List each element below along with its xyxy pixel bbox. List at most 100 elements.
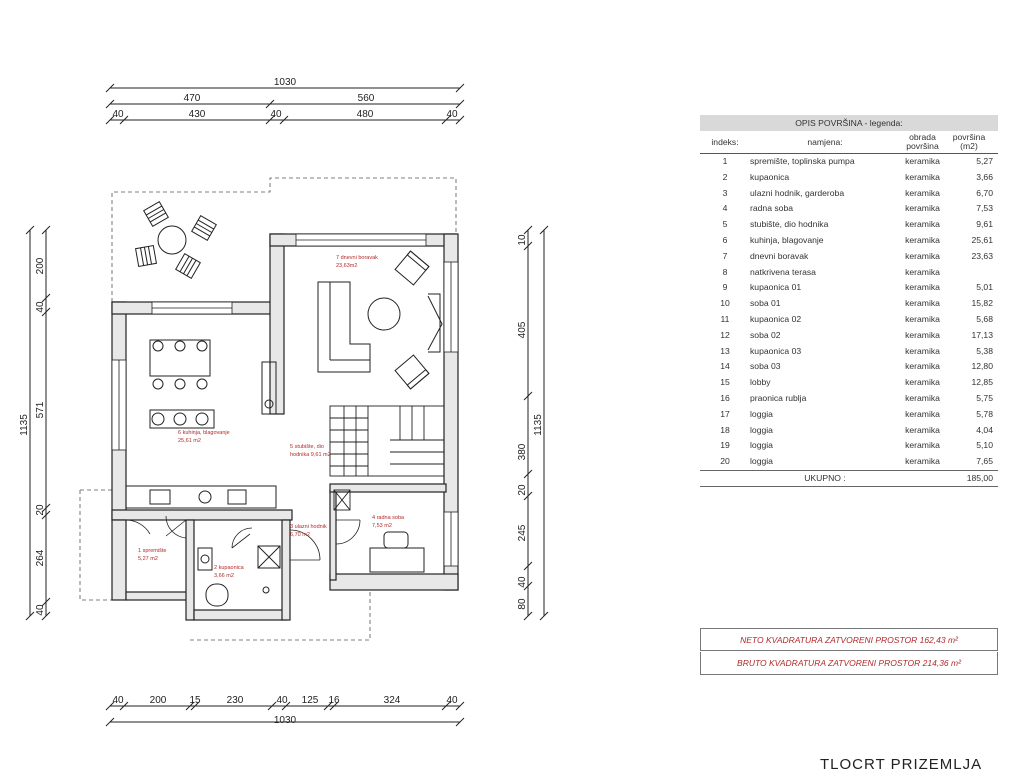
dim-top-total: 1030 bbox=[274, 77, 297, 88]
gross-area-summary: BRUTO KVADRATURA ZATVORENI PROSTOR 214,3… bbox=[700, 652, 998, 675]
dim-right-4: 20 bbox=[517, 484, 528, 496]
row-index: 13 bbox=[720, 345, 730, 356]
row-index: 4 bbox=[722, 203, 728, 214]
row-finish: keramika bbox=[905, 361, 940, 372]
dim-top-inner-4: 480 bbox=[357, 109, 374, 120]
dim-top-inner-5: 40 bbox=[446, 109, 458, 120]
row-purpose: lobby bbox=[750, 377, 771, 388]
row-finish: keramika bbox=[905, 234, 940, 245]
row-area: 5,38 bbox=[976, 345, 993, 356]
row-purpose: kupaonica 03 bbox=[750, 345, 802, 356]
row-index: 6 bbox=[722, 234, 728, 245]
row-finish: keramika bbox=[905, 250, 940, 261]
bathroom-fixtures bbox=[197, 545, 281, 607]
row-area: 7,53 bbox=[976, 203, 993, 214]
staircase bbox=[329, 405, 445, 511]
living-room-furniture bbox=[317, 250, 443, 390]
room-label-1: 1 spremište bbox=[138, 548, 166, 554]
row-area: 23,63 bbox=[971, 250, 993, 261]
legend-total-row: UKUPNO : 185,00 bbox=[700, 469, 998, 487]
row-purpose: soba 03 bbox=[750, 361, 781, 372]
legend-row: 8 natkrivena terasa keramika bbox=[700, 265, 998, 281]
dim-bottom-2: 200 bbox=[150, 695, 167, 706]
dim-left-1: 200 bbox=[35, 257, 46, 274]
row-area: 25,61 bbox=[971, 234, 993, 245]
row-area: 4,04 bbox=[976, 424, 993, 435]
dining-table bbox=[149, 339, 215, 429]
row-finish: keramika bbox=[905, 171, 940, 182]
dim-left-total: 1135 bbox=[19, 414, 30, 436]
row-purpose: kuhinja, blagovanje bbox=[750, 234, 824, 245]
row-purpose: natkrivena terasa bbox=[750, 266, 816, 277]
dim-bottom-total: 1030 bbox=[274, 715, 297, 726]
row-finish: keramika bbox=[905, 440, 940, 451]
dim-bottom-4: 230 bbox=[227, 695, 244, 706]
dim-right-total: 1135 bbox=[533, 414, 544, 436]
row-finish: keramika bbox=[905, 392, 940, 403]
legend-header-row: indeks: namjena: obrada površina površin… bbox=[700, 131, 998, 154]
floor-plan-title: TLOCRT PRIZEMLJA bbox=[820, 756, 983, 773]
row-finish: keramika bbox=[905, 219, 940, 230]
row-index: 10 bbox=[720, 298, 730, 309]
room-area-1: 5,27 m2 bbox=[138, 556, 158, 562]
room-area-3: 6,70 m2 bbox=[290, 532, 310, 538]
room-label-3: 3 ulazni hodnik bbox=[290, 524, 327, 530]
legend-row: 13 kupaonica 03 keramika 5,38 bbox=[700, 344, 998, 360]
total-value: 185,00 bbox=[966, 472, 993, 483]
row-area: 12,85 bbox=[971, 377, 993, 388]
row-purpose: loggia bbox=[750, 456, 773, 467]
header-index: indeks: bbox=[711, 136, 739, 147]
row-purpose: radna soba bbox=[750, 203, 794, 214]
row-purpose: loggia bbox=[750, 424, 773, 435]
dim-bottom-9: 40 bbox=[446, 695, 458, 706]
room-area-7: 23,63m2 bbox=[336, 263, 357, 269]
row-purpose: stubište, dio hodnika bbox=[750, 219, 829, 230]
dim-top-inner-1: 40 bbox=[112, 109, 124, 120]
doors bbox=[125, 515, 361, 561]
row-finish: keramika bbox=[905, 187, 940, 198]
dim-left-6: 40 bbox=[35, 604, 46, 616]
left-dimension-lines bbox=[25, 225, 51, 621]
row-finish: keramika bbox=[905, 266, 940, 277]
right-dimension-lines bbox=[523, 225, 549, 621]
row-index: 17 bbox=[720, 408, 730, 419]
top-dimension-lines bbox=[105, 83, 465, 125]
dim-bottom-5: 40 bbox=[276, 695, 288, 706]
row-index: 1 bbox=[722, 156, 728, 166]
row-index: 16 bbox=[720, 392, 730, 403]
row-finish: keramika bbox=[905, 313, 940, 324]
row-finish: keramika bbox=[905, 456, 940, 467]
row-index: 14 bbox=[720, 361, 730, 372]
dim-left-3: 571 bbox=[35, 401, 46, 418]
row-finish: keramika bbox=[905, 345, 940, 356]
dim-left-2: 40 bbox=[35, 301, 46, 313]
dim-right-5: 245 bbox=[517, 524, 528, 541]
dim-bottom-3: 15 bbox=[189, 695, 201, 706]
walls bbox=[111, 233, 459, 621]
row-index: 7 bbox=[722, 250, 728, 261]
dim-top-seg-2: 560 bbox=[358, 93, 375, 104]
row-area: 5,01 bbox=[976, 282, 993, 293]
row-index: 18 bbox=[720, 424, 730, 435]
row-purpose: spremište, toplinska pumpa bbox=[750, 156, 855, 166]
dim-top-inner-2: 430 bbox=[189, 109, 206, 120]
dim-bottom-6: 125 bbox=[302, 695, 319, 706]
dim-top-inner-3: 40 bbox=[270, 109, 282, 120]
row-finish: keramika bbox=[905, 156, 940, 166]
row-area: 5,27 bbox=[976, 156, 993, 166]
dim-bottom-7: 16 bbox=[328, 695, 340, 706]
row-purpose: soba 02 bbox=[750, 329, 781, 340]
row-index: 20 bbox=[720, 456, 730, 467]
row-area: 9,61 bbox=[976, 219, 993, 230]
row-index: 8 bbox=[722, 266, 728, 277]
dim-right-2: 405 bbox=[517, 321, 528, 338]
